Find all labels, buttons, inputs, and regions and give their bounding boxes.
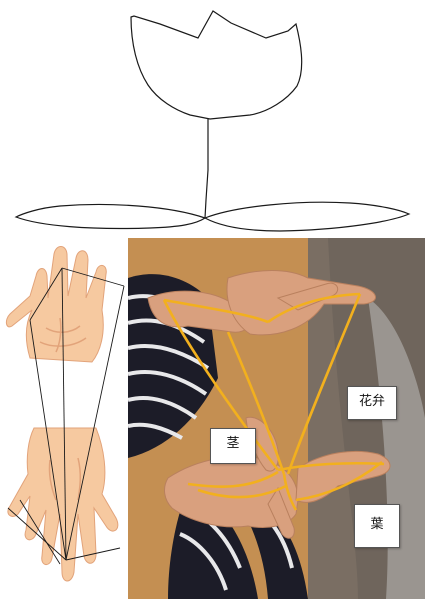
flower-right-leaf-outline <box>205 202 409 231</box>
flower-drawing <box>0 0 425 238</box>
lower-hand <box>8 428 118 581</box>
flower-petal-outline <box>131 11 302 119</box>
stem-label: 茎 <box>226 436 239 451</box>
stem-callout: 茎 <box>210 428 256 464</box>
flower-outline-svg <box>0 0 425 238</box>
petal-callout: 花弁 <box>347 386 397 420</box>
upper-hand <box>6 247 106 363</box>
flower-stem-outline <box>205 119 208 218</box>
leaf-label: 葉 <box>370 517 383 532</box>
hands-illustration-svg <box>0 238 128 599</box>
petal-label: 花弁 <box>359 394 385 409</box>
hands-illustration <box>0 238 128 599</box>
flower-left-leaf-outline <box>16 205 205 229</box>
string-figure-photo: 花弁 茎 葉 <box>128 238 425 599</box>
leaf-callout: 葉 <box>354 504 400 548</box>
